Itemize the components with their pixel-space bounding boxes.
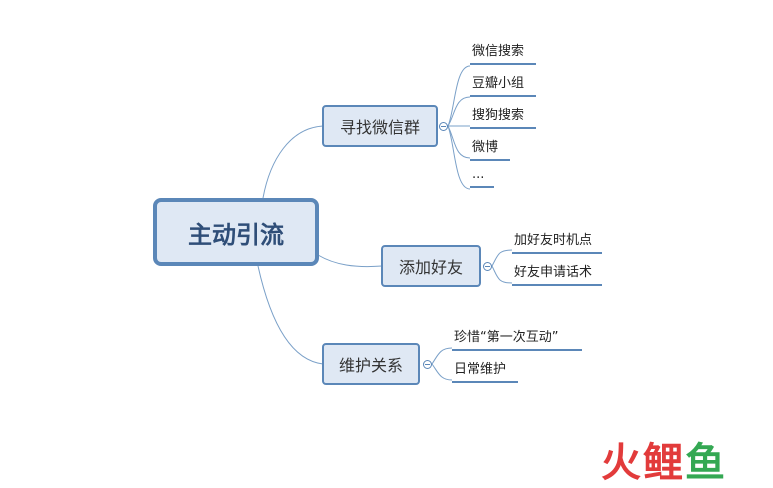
leaf-item[interactable]: 日常维护	[452, 358, 518, 383]
branch-node-add-friends[interactable]: 添加好友	[381, 245, 481, 287]
leaf-underline	[470, 127, 536, 129]
leaf-label: 搜狗搜索	[472, 108, 525, 123]
collapse-toggle-branch-3[interactable]	[423, 360, 432, 369]
link-root-branch-3	[257, 265, 324, 365]
root-node[interactable]: 主动引流	[153, 198, 319, 266]
leaf-underline	[470, 186, 494, 188]
collapse-toggle-branch-1[interactable]	[439, 122, 448, 131]
collapse-toggle-branch-2[interactable]	[483, 262, 492, 271]
link-b2-leaf-1	[491, 249, 513, 267]
link-b1-leaf-1	[447, 65, 471, 127]
link-b1-leaf-2	[447, 96, 471, 127]
leaf-label: ...	[472, 167, 485, 182]
leaf-item[interactable]: 好友申请话术	[512, 261, 602, 286]
leaf-underline	[470, 159, 510, 161]
leaf-label: 好友申请话术	[514, 265, 593, 280]
link-b3-leaf-1	[431, 347, 453, 365]
leaf-underline	[512, 284, 602, 286]
leaf-underline	[452, 381, 518, 383]
branch-node-find-groups[interactable]: 寻找微信群	[322, 105, 438, 147]
leaf-underline	[470, 63, 536, 65]
leaf-underline	[512, 252, 602, 254]
leaf-item[interactable]: 加好友时机点	[512, 229, 602, 254]
leaf-underline	[452, 349, 582, 351]
link-b1-leaf-4	[447, 125, 471, 159]
leaf-item[interactable]: 豆瓣小组	[470, 72, 536, 97]
link-root-branch-2	[317, 254, 383, 268]
watermark-char: 鱼	[685, 440, 727, 486]
leaf-item[interactable]: 微信搜索	[470, 40, 536, 65]
watermark-char: 火	[601, 440, 643, 486]
leaf-label: 豆瓣小组	[472, 76, 525, 91]
leaf-item[interactable]: ...	[470, 167, 494, 188]
leaf-label: 微博	[472, 140, 499, 155]
branch-node-maintain-relations[interactable]: 维护关系	[322, 343, 420, 385]
link-b3-leaf-2	[431, 363, 453, 381]
link-root-branch-1	[262, 125, 324, 199]
watermark-logo: 火鲤鱼	[601, 430, 727, 488]
leaf-label: 珍惜“第一次互动”	[454, 330, 559, 345]
leaf-label: 日常维护	[454, 362, 507, 377]
link-b1-leaf-5	[447, 125, 471, 190]
link-b2-leaf-2	[491, 265, 513, 284]
leaf-label: 加好友时机点	[514, 233, 593, 248]
leaf-item[interactable]: 搜狗搜索	[470, 104, 536, 129]
watermark-char: 鲤	[643, 440, 685, 486]
leaf-label: 微信搜索	[472, 44, 525, 59]
leaf-underline	[470, 95, 536, 97]
leaf-item[interactable]: 微博	[470, 136, 510, 161]
leaf-item[interactable]: 珍惜“第一次互动”	[452, 326, 582, 351]
